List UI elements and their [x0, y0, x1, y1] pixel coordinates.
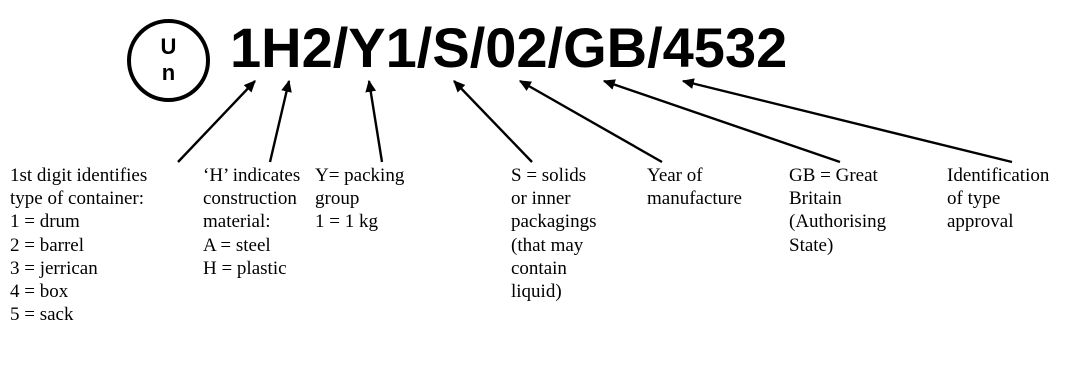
arrow-state: [602, 79, 841, 164]
description-line: material:: [203, 211, 271, 233]
description-line: 1 = drum: [10, 211, 80, 233]
description-line: construction: [203, 188, 297, 210]
un-symbol-n: n: [161, 60, 176, 85]
description-line: ‘H’ indicates: [203, 165, 301, 186]
description-type-approval: Identification of type approval: [947, 164, 1049, 234]
description-line: S = solids: [511, 165, 587, 186]
arrow-type-approval: [681, 78, 1013, 164]
description-line: Identification: [947, 165, 1050, 186]
description-first-digit: 1st digit identifies type of container: …: [10, 164, 147, 326]
description-line: (that may: [511, 234, 584, 256]
description-line: A = steel: [203, 234, 271, 256]
description-line: Year of: [647, 165, 703, 186]
arrow-construction-material: [268, 79, 292, 163]
arrow-first-digit: [177, 80, 256, 163]
description-line: 3 = jerrican: [10, 257, 98, 279]
packaging-code: 1H2/Y1/S/02/GB/4532: [230, 16, 788, 79]
description-line: of type: [947, 188, 1001, 210]
un-symbol-u: U: [160, 34, 177, 59]
description-line: approval: [947, 211, 1014, 233]
un-symbol: U n: [127, 19, 210, 102]
description-line: 4 = box: [10, 281, 69, 303]
arrow-solids: [453, 80, 533, 163]
description-line: manufacture: [647, 188, 742, 210]
description-year: Year of manufacture: [647, 164, 742, 210]
arrow-year: [518, 79, 663, 164]
description-line: packagings: [511, 211, 597, 233]
description-line: 5 = sack: [10, 304, 74, 326]
description-line: 2 = barrel: [10, 234, 85, 256]
description-line: type of container:: [10, 188, 145, 210]
description-line: (Authorising: [789, 211, 887, 233]
description-solids: S = solids or inner packagings (that may…: [511, 164, 596, 303]
description-line: liquid): [511, 281, 562, 303]
description-line: group: [315, 188, 360, 210]
description-line: 1st digit identifies: [10, 165, 148, 186]
description-line: 1 = 1 kg: [315, 211, 378, 233]
description-line: GB = Great: [789, 165, 878, 186]
description-line: or inner: [511, 188, 571, 210]
description-line: contain: [511, 257, 567, 279]
description-construction-material: ‘H’ indicates construction material: A =…: [203, 164, 300, 280]
description-packing-group: Y= packing group 1 = 1 kg: [315, 164, 404, 234]
description-line: H = plastic: [203, 257, 287, 279]
description-state: GB = Great Britain (Authorising State): [789, 164, 886, 257]
description-line: Y= packing: [315, 165, 405, 186]
description-line: State): [789, 234, 834, 256]
arrow-packing-group: [365, 79, 384, 163]
description-line: Britain: [789, 188, 842, 210]
